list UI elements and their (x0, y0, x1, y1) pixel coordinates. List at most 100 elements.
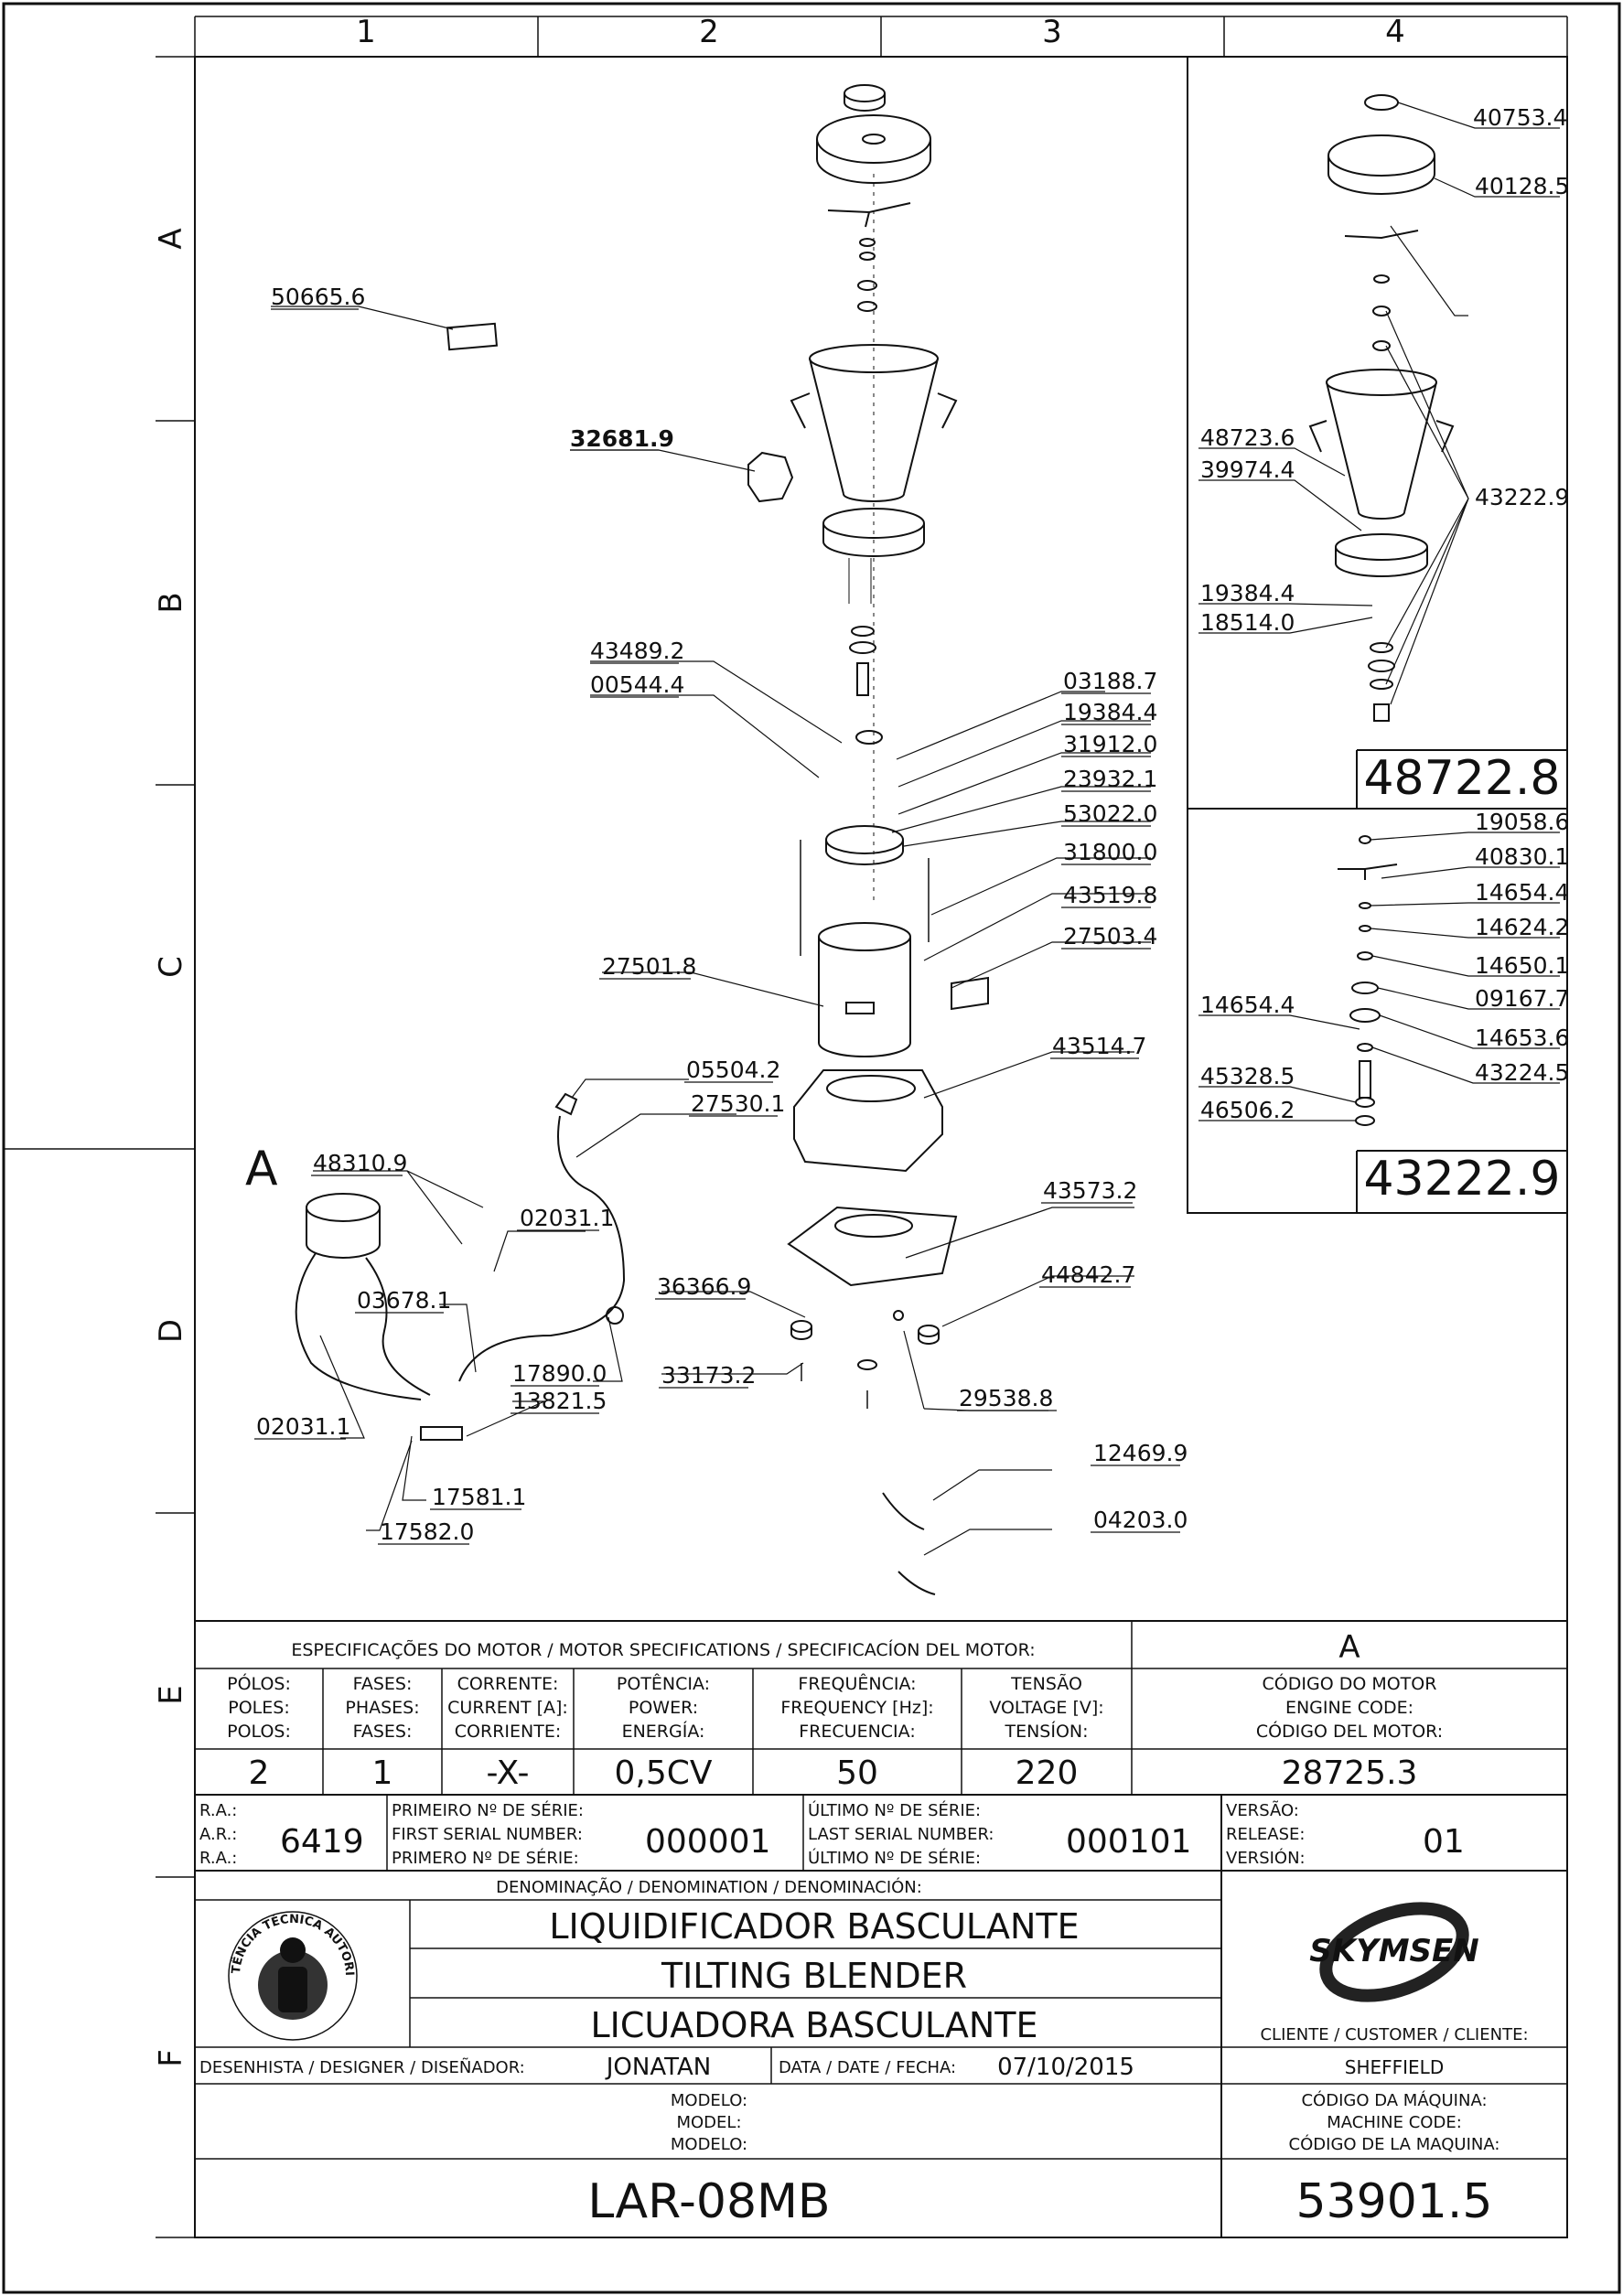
date-value: 07/10/2015 (997, 2054, 1134, 2081)
date-label: DATA / DATE / FECHA: (779, 2058, 956, 2077)
grid-row-a: A (153, 228, 189, 249)
ra-value: 6419 (280, 1823, 364, 1861)
poles-label-pt: PÓLOS: (227, 1672, 291, 1694)
title-block: ESPECIFICAÇÕES DO MOTOR / MOTOR SPECIFIC… (0, 0, 1567, 2237)
callout: 48723.6 (1200, 424, 1295, 451)
engine-code-label-en: ENGINE CODE: (1285, 1698, 1413, 1718)
blade-kit-panel (1187, 808, 1568, 1214)
callout: 40753.4 (1473, 104, 1567, 131)
jar-kit-callouts: 40753.4 40128.5 48723.6 39974.4 43222.9 … (1200, 104, 1569, 636)
voltage-label-pt: TENSÃO (1010, 1673, 1082, 1694)
blade-kit-drawing (1338, 835, 1398, 1126)
designer-value: JONATAN (605, 2054, 711, 2081)
current-label-es: CORRIENTE: (455, 1722, 561, 1742)
name-en: TILTING BLENDER (661, 1956, 967, 1996)
callout: 14650.1 (1475, 952, 1569, 979)
frequency-label-es: FRECUENCIA: (799, 1722, 915, 1742)
frequency-label-en: FREQUENCY [Hz]: (780, 1698, 933, 1718)
voltage-label-es: TENSÍON: (1004, 1721, 1088, 1742)
current-label-pt: CORRENTE: (457, 1674, 559, 1694)
version-label-es: VERSIÓN: (1226, 1848, 1306, 1868)
callout: 43489.2 (590, 638, 684, 664)
phases-label-pt: FASES: (353, 1674, 413, 1694)
callout: 29538.8 (959, 1385, 1053, 1411)
first-serial-value: 000001 (645, 1823, 770, 1861)
model-label-es: MODELO: (671, 2135, 747, 2154)
name-pt: LIQUIDIFICADOR BASCULANTE (549, 1906, 1079, 1947)
callout: 02031.1 (256, 1413, 350, 1440)
callout: 19384.4 (1063, 699, 1157, 725)
first-serial-label-pt: PRIMEIRO Nº DE SÉRIE: (392, 1800, 584, 1820)
blade-kit-leaders (1198, 831, 1560, 1121)
last-serial-label-en: LAST SERIAL NUMBER: (808, 1825, 994, 1844)
model-value: LAR-08MB (587, 2174, 830, 2229)
callout: 33173.2 (661, 1362, 756, 1389)
section-letter: A (1338, 1629, 1360, 1666)
version-value: 01 (1423, 1823, 1465, 1861)
ra-label-1: R.A.: (199, 1801, 237, 1820)
power-label-es: ENERGÍA: (622, 1721, 705, 1742)
model-label-en: MODEL: (676, 2113, 741, 2132)
grid-col-3: 3 (1042, 14, 1062, 50)
main-callouts: 50665.6 32681.9 43489.2 00544.4 03188.7 … (256, 284, 1188, 1545)
version-label-en: RELEASE: (1226, 1825, 1305, 1844)
section-a-label: A (245, 1142, 278, 1196)
engine-code-label-es: CÓDIGO DEL MOTOR: (1256, 1720, 1443, 1742)
last-serial-label-pt: ÚLTIMO Nº DE SÉRIE: (808, 1800, 981, 1820)
callout: 09167.7 (1475, 985, 1569, 1012)
engine-code-value: 28725.3 (1282, 1754, 1418, 1792)
ra-label-2: A.R.: (199, 1825, 237, 1844)
frequency-label-pt: FREQUÊNCIA: (798, 1673, 916, 1694)
callout: 43514.7 (1052, 1033, 1146, 1059)
callout: 18514.0 (1200, 609, 1295, 636)
grid-row-d: D (153, 1319, 189, 1343)
grid-row-c: C (153, 956, 189, 978)
callout: 03188.7 (1063, 668, 1157, 694)
phases-label-es: FASES: (353, 1722, 413, 1742)
grid-row-f: F (153, 2049, 189, 2067)
engine-code-label-pt: CÓDIGO DO MOTOR (1263, 1672, 1437, 1694)
callout: 19384.4 (1200, 580, 1295, 606)
callout: 17890.0 (512, 1360, 607, 1387)
callout: 40128.5 (1475, 173, 1569, 199)
callout: 48310.9 (313, 1150, 407, 1176)
jar-kit-leaders (1198, 102, 1560, 705)
first-serial-label-en: FIRST SERIAL NUMBER: (392, 1825, 583, 1844)
phases-value: 1 (372, 1754, 393, 1792)
callout: 43573.2 (1043, 1177, 1137, 1204)
callout: 43519.8 (1063, 882, 1157, 908)
ra-label-3: R.A.: (199, 1849, 237, 1868)
callout: 00544.4 (590, 671, 684, 698)
callout: 27503.4 (1063, 923, 1157, 950)
last-serial-label-es: ÚLTIMO Nº DE SÉRIE: (808, 1848, 981, 1868)
grid-col-4: 4 (1385, 14, 1405, 50)
grid-col-2: 2 (699, 14, 719, 50)
power-label-pt: POTÊNCIA: (617, 1673, 710, 1694)
last-serial-value: 000101 (1066, 1823, 1191, 1861)
current-value: -X- (486, 1754, 529, 1792)
jar-kit-code: 48722.8 (1363, 751, 1560, 806)
name-es: LICUADORA BASCULANTE (590, 2005, 1037, 2045)
customer-value: SHEFFIELD (1345, 2056, 1444, 2078)
callout: 03678.1 (357, 1287, 451, 1314)
callout: 27530.1 (691, 1090, 785, 1117)
machine-code-label-pt: CÓDIGO DA MÁQUINA: (1301, 2090, 1487, 2110)
callout: 46506.2 (1200, 1097, 1295, 1123)
voltage-label-en: VOLTAGE [V]: (989, 1698, 1103, 1718)
skymsen-logo: SKYMSEN (1309, 1902, 1479, 2002)
blade-kit-callouts: 19058.6 40830.1 14654.4 14624.2 14650.1 … (1200, 809, 1569, 1123)
callout: 39974.4 (1200, 456, 1295, 483)
voltage-value: 220 (1016, 1754, 1079, 1792)
current-label-en: CURRENT [A]: (447, 1698, 568, 1718)
machine-code-value: 53901.5 (1295, 2174, 1492, 2229)
callout: 27501.8 (602, 953, 696, 980)
blade-kit-code: 43222.9 (1363, 1152, 1560, 1207)
grid-row-e: E (153, 1685, 189, 1704)
callout: 19058.6 (1475, 809, 1569, 835)
grid-col-1: 1 (356, 14, 376, 50)
callout: 13821.5 (512, 1388, 607, 1414)
callout: 02031.1 (520, 1205, 614, 1231)
svg-text:SKYMSEN: SKYMSEN (1309, 1933, 1478, 1969)
machine-code-label-es: CÓDIGO DE LA MAQUINA: (1289, 2134, 1500, 2154)
